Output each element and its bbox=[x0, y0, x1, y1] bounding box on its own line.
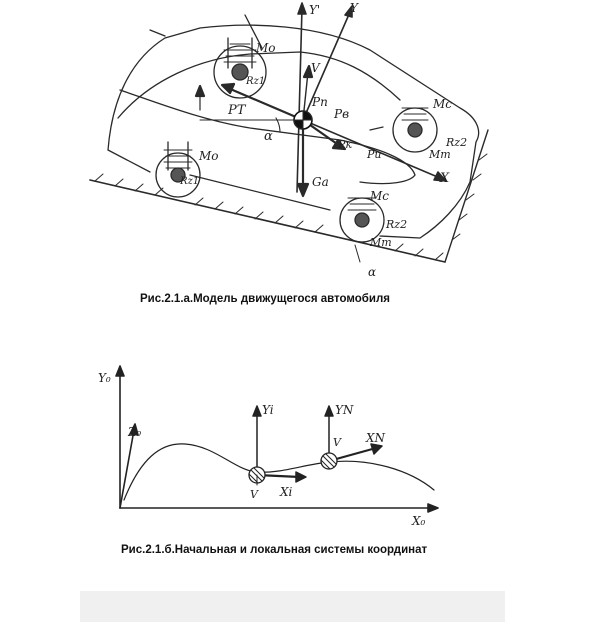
label-pp: Pп bbox=[311, 95, 328, 109]
label-mc-rear-top: Mc bbox=[432, 97, 452, 111]
label-rz2-top: Rz2 bbox=[445, 136, 467, 149]
label-z0: Z₀ bbox=[127, 425, 141, 439]
car-body-outline bbox=[107, 14, 480, 239]
label-vi: V bbox=[250, 488, 259, 501]
force-vectors bbox=[194, 64, 384, 198]
label-xn: XN bbox=[365, 431, 386, 445]
trajectory-curve bbox=[123, 443, 435, 501]
label-vn: V bbox=[333, 436, 342, 449]
label-mt-top: Mт bbox=[428, 148, 451, 161]
label-mc-rear-bottom: Mc bbox=[369, 189, 389, 203]
y-arrow-head bbox=[344, 5, 353, 18]
vehicle-model-diagram: Y' Y V Mo Rz1 PT Pп Pв Pк Pи α Gа Mc Rz2… bbox=[89, 1, 489, 279]
diagram-labels: Y' Y V Mo Rz1 PT Pп Pв Pк Pи α Gа Mc Rz2… bbox=[179, 1, 467, 279]
force-pk-arrow bbox=[331, 138, 347, 151]
force-pt-arrow bbox=[220, 82, 236, 95]
label-x: X bbox=[439, 171, 450, 186]
wheel-front-top bbox=[213, 37, 267, 99]
label-g: Gа bbox=[312, 175, 329, 189]
x-arrow-head bbox=[433, 171, 447, 182]
force-gravity-arrow bbox=[296, 182, 310, 198]
figure1-caption: Рис.2.1.а.Модель движущегося автомобиля bbox=[140, 293, 390, 305]
label-rz1-top: Rz1 bbox=[245, 76, 265, 87]
label-x0: X₀ bbox=[411, 514, 426, 528]
force-v-arrow bbox=[302, 64, 314, 79]
label-y-prime: Y' bbox=[309, 3, 320, 17]
body-axes bbox=[199, 2, 447, 193]
bottom-bar bbox=[80, 591, 505, 622]
coordinate-systems-diagram: Y₀ X₀ Z₀ Yi Xi V YN XN V bbox=[98, 365, 439, 528]
label-xi: Xi bbox=[279, 485, 293, 499]
label-alpha-center: α bbox=[264, 129, 273, 144]
label-mo-front-bottom: Mo bbox=[198, 149, 219, 163]
label-pi: Pи bbox=[366, 148, 382, 161]
label-alpha-bottom: α bbox=[368, 265, 376, 279]
label-rz1-bottom: Rz1 bbox=[179, 176, 199, 187]
x-axis bbox=[302, 119, 441, 179]
z0-axis bbox=[119, 429, 135, 509]
local-system-i bbox=[248, 405, 307, 486]
label-mo-front-top: Mo bbox=[255, 41, 276, 55]
road-surface bbox=[89, 129, 489, 263]
figure2-caption: Рис.2.1.б.Начальная и локальная системы … bbox=[121, 544, 428, 556]
label-pv: Pв bbox=[333, 107, 349, 121]
label-y: Y bbox=[350, 1, 359, 15]
label-pt: PT bbox=[227, 103, 247, 118]
wheel-rear-top bbox=[392, 107, 438, 153]
y-axis bbox=[302, 11, 351, 121]
y0-arrow bbox=[115, 365, 125, 377]
label-yi: Yi bbox=[262, 403, 274, 417]
force-pt bbox=[226, 86, 305, 122]
local-system-n bbox=[320, 405, 383, 470]
label-yn: YN bbox=[335, 403, 354, 417]
y-prime-arrow-head bbox=[297, 2, 307, 15]
label-mt-bottom: Mт bbox=[369, 236, 392, 249]
label-rz2-bottom: Rz2 bbox=[385, 218, 407, 231]
label-y0: Y₀ bbox=[98, 371, 111, 385]
z0-arrow bbox=[129, 423, 139, 436]
wheel-front-bottom bbox=[155, 141, 201, 198]
y-prime-axis bbox=[296, 7, 303, 193]
x0-arrow bbox=[427, 503, 439, 513]
label-pk: Pк bbox=[337, 138, 352, 151]
wheel-rear-bottom bbox=[339, 197, 385, 263]
center-of-mass bbox=[275, 110, 313, 133]
label-v: V bbox=[311, 61, 321, 75]
global-axes bbox=[115, 365, 439, 513]
coordinate-labels: Y₀ X₀ Z₀ Yi Xi V YN XN V bbox=[98, 371, 426, 528]
